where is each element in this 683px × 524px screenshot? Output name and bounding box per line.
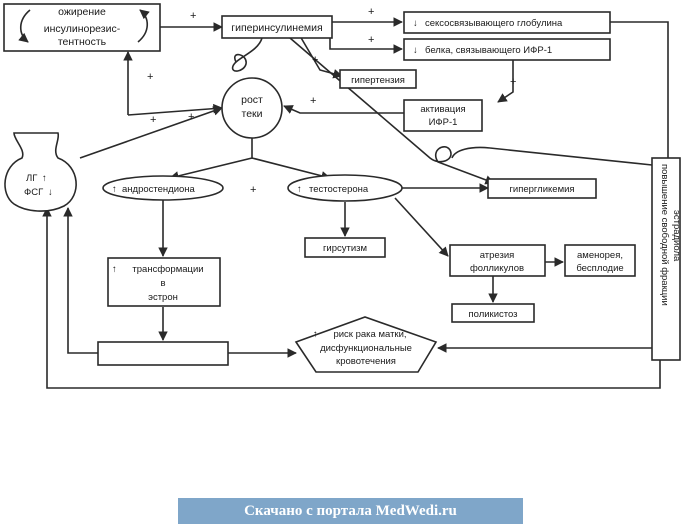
- testosterone-label: тестостерона: [309, 184, 369, 195]
- plus-sign: +: [147, 71, 153, 83]
- transformation-text: в: [160, 278, 165, 289]
- polycystosis-node: поликистоз: [451, 303, 535, 323]
- hyperinsulinemia-label: гиперинсулинемия: [231, 22, 322, 34]
- igfbp-label: белка, связывающего ИФР-1: [425, 45, 552, 56]
- estrone-box: [97, 341, 229, 366]
- hirsutism-label: гирсутизм: [323, 243, 367, 254]
- lh-label: ЛГ: [26, 173, 37, 184]
- plus-sign: +: [310, 95, 316, 107]
- obesity-node: ожирение инсулинорезис- тентность: [3, 3, 161, 52]
- free-estradiol-node: повышение свободной фракции эстрадиола: [651, 157, 682, 361]
- hypertension-node: гипертензия: [339, 69, 417, 89]
- up-arrow-icon: ↑: [112, 184, 117, 195]
- transformation-text: трансформации: [132, 264, 203, 275]
- down-arrow-icon: ↓: [413, 18, 418, 29]
- igf1-activation-node: активация ИФР-1: [403, 99, 483, 132]
- hyperglycemia-label: гипергликемия: [509, 184, 574, 195]
- down-arrow-icon: ↓: [48, 187, 53, 198]
- shbg-label: сексосвязывающего глобулина: [425, 18, 563, 29]
- plus-sign: +: [368, 34, 374, 46]
- hirsutism-node: гирсутизм: [304, 237, 386, 258]
- plus-sign: +: [312, 54, 318, 66]
- amenorrhea-text: аменорея,: [577, 250, 623, 261]
- theca-growth-text: рост: [241, 94, 263, 106]
- insulin-resistance-text: тентность: [58, 36, 107, 48]
- follicular-atresia-node: атрезия фолликулов: [449, 244, 546, 277]
- risk-text: риск рака матки,: [333, 329, 406, 340]
- plus-sign: +: [188, 111, 194, 123]
- igf1-activation-text: активация: [420, 104, 465, 115]
- shbg-node: ↓ сексосвязывающего глобулина: [403, 11, 611, 34]
- plus-sign: +: [250, 184, 256, 196]
- fsh-label: ФСГ: [24, 187, 43, 198]
- androstenedione-label: андростендиона: [122, 184, 196, 195]
- igfbp-node: ↓ белка, связывающего ИФР-1: [403, 38, 611, 61]
- estrone-transformation-node: ↑ трансформации в эстрон: [107, 257, 221, 307]
- plus-sign: +: [368, 6, 374, 18]
- uterine-cancer-risk-node: ↑ риск рака матки, дисфункциональные кро…: [294, 316, 438, 373]
- free-estradiol-text: повышение свободной фракции: [659, 164, 670, 306]
- plus-sign: +: [150, 114, 156, 126]
- up-arrow-icon: ↑: [313, 329, 318, 340]
- plus-sign: +: [510, 76, 516, 88]
- up-arrow-icon: ↑: [42, 173, 47, 184]
- risk-text: кровотечения: [336, 356, 396, 367]
- testosterone-node: ↑ тестостерона: [287, 174, 403, 202]
- insulin-resistance-text: инсулинорезис-: [44, 23, 121, 35]
- download-banner[interactable]: Скачано с портала MedWedi.ru: [178, 498, 523, 524]
- up-arrow-icon: ↑: [112, 264, 117, 275]
- hypertension-label: гипертензия: [351, 75, 405, 86]
- theca-growth-text: теки: [242, 108, 263, 120]
- atresia-text: фолликулов: [470, 263, 524, 274]
- pathogenesis-diagram: + + + + + + + + + + + + ожирение инсулин…: [3, 3, 682, 389]
- connectors: [42, 17, 669, 389]
- amenorrhea-node: аменорея, бесплодие: [564, 244, 636, 277]
- down-arrow-icon: ↓: [413, 45, 418, 56]
- free-estradiol-text: эстрадиола: [671, 210, 682, 262]
- amenorrhea-text: бесплодие: [576, 263, 623, 274]
- up-arrow-icon: ↑: [297, 184, 302, 195]
- hyperglycemia-node: гипергликемия: [487, 178, 597, 199]
- pituitary-node: ЛГ ↑ ФСГ ↓: [4, 132, 77, 212]
- igf1-activation-text: ИФР-1: [429, 117, 458, 128]
- androstenedione-node: ↑ андростендиона: [102, 175, 224, 201]
- theca-growth-node: рост теки: [221, 77, 283, 139]
- obesity-text: ожирение: [58, 6, 106, 18]
- hyperinsulinemia-node: гиперинсулинемия: [221, 15, 333, 39]
- atresia-text: атрезия: [480, 250, 515, 261]
- transformation-text: эстрон: [148, 292, 178, 303]
- polycystosis-label: поликистоз: [468, 309, 517, 320]
- risk-text: дисфункциональные: [320, 343, 412, 354]
- plus-sign: +: [190, 10, 196, 22]
